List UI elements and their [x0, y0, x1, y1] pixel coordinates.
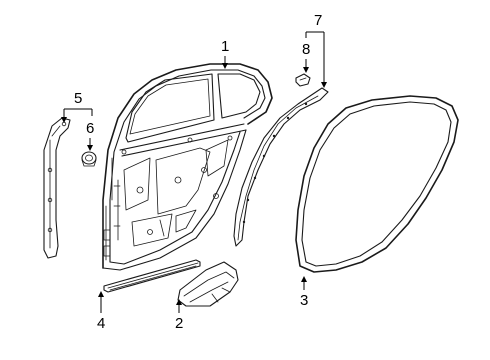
callout-label-2: 2: [175, 315, 183, 332]
callout-1: 1: [221, 38, 229, 69]
callout-8: 8: [302, 41, 310, 73]
callout-3: 3: [300, 276, 308, 309]
lower-trim-bracket: [177, 261, 239, 307]
callout-label-3: 3: [300, 292, 308, 309]
callout-label-8: 8: [302, 41, 310, 58]
door-weatherstrip: [295, 95, 459, 273]
callout-label-4: 4: [97, 315, 105, 332]
callout-label-1: 1: [221, 38, 229, 55]
callout-2: 2: [175, 299, 183, 332]
callout-6: 6: [86, 120, 94, 151]
callout-label-7: 7: [314, 12, 322, 29]
trim-grommet: [81, 151, 97, 167]
callout-7: 7: [305, 12, 327, 88]
callout-label-5: 5: [74, 90, 82, 107]
callout-4: 4: [97, 291, 105, 332]
seal-clip: [295, 73, 311, 87]
lower-molding: [103, 259, 201, 293]
pillar-trim: [43, 117, 71, 259]
callout-label-6: 6: [86, 120, 94, 137]
door-shell: [102, 63, 273, 271]
callout-5: 5: [61, 90, 93, 123]
frame-seal: [233, 87, 329, 247]
